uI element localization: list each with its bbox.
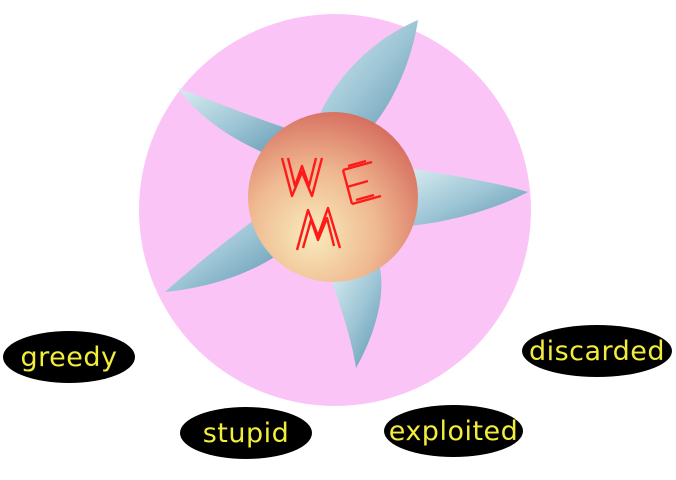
label-exploited: exploited <box>384 405 523 457</box>
label-discarded: discarded <box>522 325 672 377</box>
label-stupid-text: stupid <box>203 418 290 449</box>
label-stupid: stupid <box>180 407 312 459</box>
center-sphere <box>248 112 418 282</box>
label-greedy-text: greedy <box>21 342 118 373</box>
label-discarded-text: discarded <box>529 336 665 367</box>
label-greedy: greedy <box>3 331 135 383</box>
label-exploited-text: exploited <box>389 416 519 447</box>
